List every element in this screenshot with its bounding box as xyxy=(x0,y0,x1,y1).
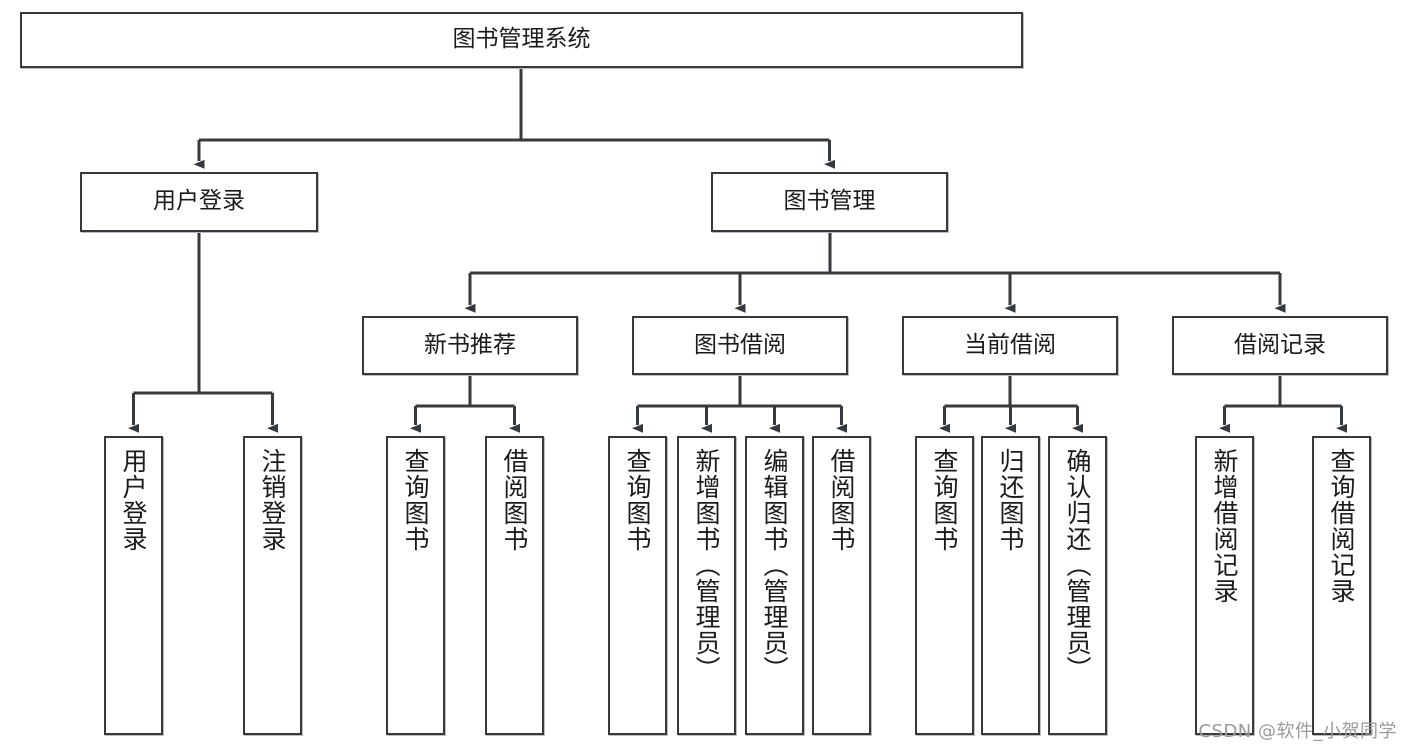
node-label: 用户登录 xyxy=(153,188,245,215)
node-label: 确认归还（管理员） xyxy=(1063,448,1092,682)
node-label: 新书推荐 xyxy=(424,331,516,358)
node-borrow-record[interactable]: 借阅记录 xyxy=(1172,316,1388,375)
node-leaf-query-book-current[interactable]: 查询图书 xyxy=(915,436,974,735)
node-leaf-user-login[interactable]: 用户登录 xyxy=(104,436,163,735)
node-label: 用户登录 xyxy=(119,448,148,552)
node-leaf-query-book-borrow[interactable]: 查询图书 xyxy=(608,436,667,735)
node-label: 查询图书 xyxy=(930,448,959,552)
node-label: 借阅图书 xyxy=(500,448,529,552)
node-label: 图书借阅 xyxy=(694,331,786,358)
node-root[interactable]: 图书管理系统 xyxy=(20,12,1023,68)
node-label: 编辑图书（管理员） xyxy=(760,448,789,682)
node-leaf-return-book[interactable]: 归还图书 xyxy=(981,436,1040,735)
node-user-login[interactable]: 用户登录 xyxy=(80,172,318,232)
node-label: 新增借阅记录 xyxy=(1210,448,1239,604)
node-label: 借阅图书 xyxy=(827,448,856,552)
node-leaf-borrow-book[interactable]: 借阅图书 xyxy=(812,436,871,735)
node-label: 借阅记录 xyxy=(1234,331,1326,358)
node-label: 图书管理 xyxy=(783,188,876,215)
node-leaf-confirm-return-admin[interactable]: 确认归还（管理员） xyxy=(1048,436,1107,735)
watermark-text: CSDN @软件_小贺同学 xyxy=(1198,721,1397,742)
node-label: 查询图书 xyxy=(401,448,430,552)
node-book-borrow[interactable]: 图书借阅 xyxy=(632,316,848,375)
node-leaf-edit-book-admin[interactable]: 编辑图书（管理员） xyxy=(745,436,804,735)
node-label: 查询图书 xyxy=(623,448,652,552)
node-leaf-add-borrow-record[interactable]: 新增借阅记录 xyxy=(1195,436,1254,735)
node-current-borrow[interactable]: 当前借阅 xyxy=(902,316,1118,375)
node-label: 查询借阅记录 xyxy=(1327,448,1356,604)
node-label: 当前借阅 xyxy=(964,331,1056,358)
node-label: 新增图书（管理员） xyxy=(692,448,721,682)
node-leaf-add-book-admin[interactable]: 新增图书（管理员） xyxy=(677,436,736,735)
node-book-manage[interactable]: 图书管理 xyxy=(711,172,948,232)
node-leaf-query-book-recommend[interactable]: 查询图书 xyxy=(386,436,445,735)
node-leaf-borrow-book-recommend[interactable]: 借阅图书 xyxy=(485,436,544,735)
node-label: 图书管理系统 xyxy=(452,26,591,53)
node-leaf-user-logout[interactable]: 注销登录 xyxy=(243,436,302,735)
node-label: 归还图书 xyxy=(996,448,1025,552)
node-leaf-query-borrow-record[interactable]: 查询借阅记录 xyxy=(1312,436,1371,735)
node-label: 注销登录 xyxy=(258,448,287,552)
node-new-book-recommend[interactable]: 新书推荐 xyxy=(362,316,578,375)
